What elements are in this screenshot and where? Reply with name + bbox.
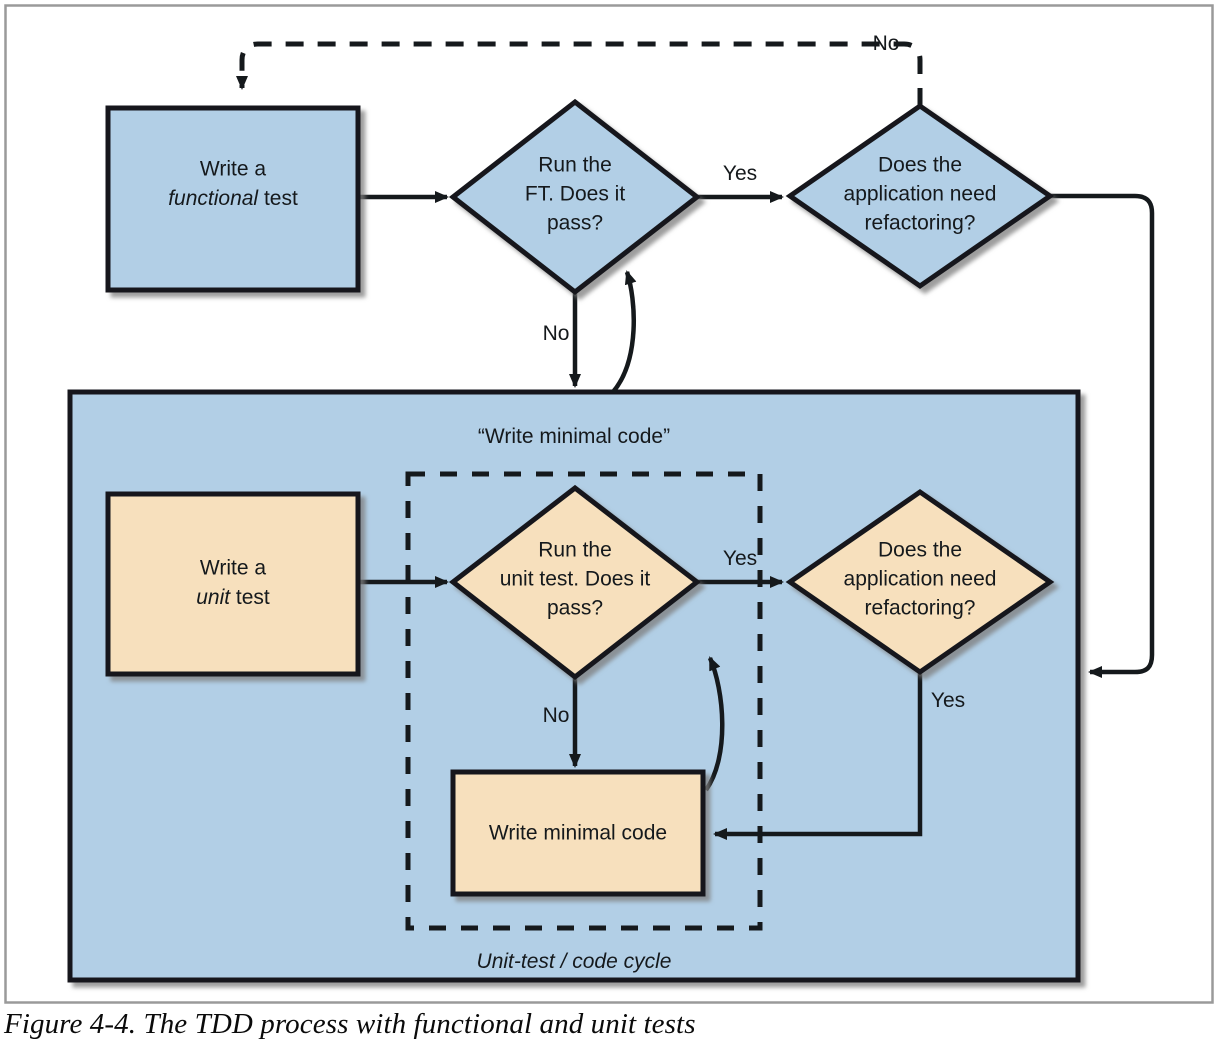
edge-inner-refactor-yes	[713, 672, 923, 840]
node-run-ft-line2: FT. Does it	[525, 183, 626, 206]
container-title: “Write minimal code”	[478, 425, 670, 448]
edge-refactor-no-dashed-loop	[236, 41, 923, 106]
node-refactor-inner-line3: refactoring?	[865, 597, 976, 620]
node-run-unit-test[interactable]: Run the unit test. Does it pass?	[448, 484, 702, 681]
node-refactor-inner-line1: Does the	[878, 539, 962, 562]
node-write-minimal-code[interactable]: Write minimal code	[450, 769, 706, 897]
node-refactor-outer-line1: Does the	[878, 154, 962, 177]
edge-label-ft-no: No	[543, 322, 570, 345]
node-run-ut-line2: unit test. Does it	[500, 568, 651, 591]
node-write-unit-test-line1: Write a	[200, 557, 266, 580]
node-write-functional-test-line1: Write a	[200, 158, 266, 181]
unit-test-code-cycle-dashed-box	[405, 471, 763, 931]
edge-container-back-to-run-ft	[611, 270, 637, 394]
node-refactor-outer-line2: application need	[844, 183, 997, 206]
node-refactor-outer-line3: refactoring?	[865, 212, 976, 235]
node-refactor-decision-outer[interactable]: Does the application need refactoring?	[785, 102, 1055, 290]
edge-label-refactor-no: No	[873, 32, 900, 55]
node-run-ut-line3: pass?	[547, 597, 603, 620]
node-run-ut-line1: Run the	[538, 539, 612, 562]
node-write-unit-test[interactable]: Write a unit test	[105, 491, 361, 677]
dashed-box-subtitle: Unit-test / code cycle	[477, 950, 672, 973]
node-refactor-decision-inner[interactable]: Does the application need refactoring?	[785, 488, 1055, 676]
node-write-unit-test-rest: test	[230, 586, 270, 609]
node-write-minimal-code-label: Write minimal code	[489, 822, 667, 845]
node-write-functional-test[interactable]: Write a functional test	[105, 105, 361, 293]
edge-label-ft-yes: Yes	[723, 162, 757, 185]
node-write-unit-test-emph: unit	[196, 586, 231, 609]
edge-label-inner-refactor-yes: Yes	[931, 689, 965, 712]
node-write-functional-test-line2: functional test	[168, 187, 298, 210]
node-run-ft-line1: Run the	[538, 154, 612, 177]
edge-label-ut-no: No	[543, 704, 570, 727]
node-write-unit-test-line2: unit test	[196, 586, 270, 609]
node-write-functional-test-rest: test	[258, 187, 298, 210]
node-run-ft-line3: pass?	[547, 212, 603, 235]
figure-caption: Figure 4-4. The TDD process with functio…	[4, 1008, 696, 1040]
node-write-functional-test-emph: functional	[168, 187, 259, 210]
edge-minimal-code-back-to-run-ut	[704, 656, 725, 792]
edge-refactor-yes-to-container	[1050, 193, 1155, 678]
edge-label-ut-yes: Yes	[723, 547, 757, 570]
node-run-functional-test[interactable]: Run the FT. Does it pass?	[448, 98, 702, 296]
node-refactor-inner-line2: application need	[844, 568, 997, 591]
